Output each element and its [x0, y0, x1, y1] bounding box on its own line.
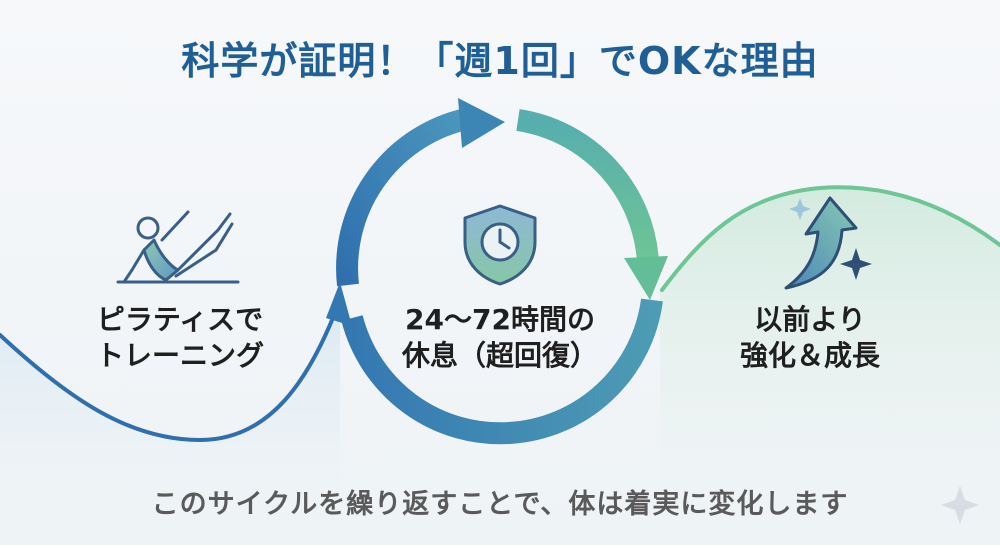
- sparkle-corner-icon: [941, 486, 979, 524]
- wave-line-left: [0, 298, 342, 443]
- pilates-pose-icon: [116, 210, 240, 284]
- sparkle-small-icon: [789, 198, 811, 220]
- step-training-line2: トレーニング: [95, 339, 264, 372]
- step-rest-label: 24〜72時間の 休息（超回復）: [380, 302, 620, 374]
- cycle-arrowhead-right: [624, 256, 668, 300]
- cycle-arc-left: [336, 109, 465, 287]
- step-training-line1: ピラティスで: [96, 303, 264, 336]
- step-training-label: ピラティスで トレーニング: [60, 302, 300, 374]
- step-rest-line2: 休息（超回復）: [401, 339, 598, 372]
- cycle-arc-bottom: [341, 298, 663, 445]
- step-growth-line2: 強化＆成長: [739, 339, 880, 372]
- sparkle-large-icon: [840, 248, 872, 280]
- cycle-arrowhead-top: [458, 98, 505, 148]
- page-title: 科学が証明！「週1回」でOKな理由: [181, 39, 819, 83]
- growth-arrow-icon: [784, 196, 872, 290]
- wave-fill-right: [660, 187, 1000, 545]
- cycle-arc-right: [516, 109, 659, 263]
- step-rest-line1: 24〜72時間の: [405, 303, 595, 336]
- wave-fill-left: [0, 300, 340, 545]
- cycle-arrowhead-left: [326, 282, 352, 326]
- step-growth-label: 以前より 強化＆成長: [700, 302, 920, 374]
- footer-caption: このサイクルを繰り返すことで、体は着実に変化します: [151, 489, 849, 520]
- shield-clock-icon: [463, 204, 537, 286]
- wave-line-right: [660, 185, 1000, 292]
- step-growth-line1: 以前より: [754, 303, 866, 336]
